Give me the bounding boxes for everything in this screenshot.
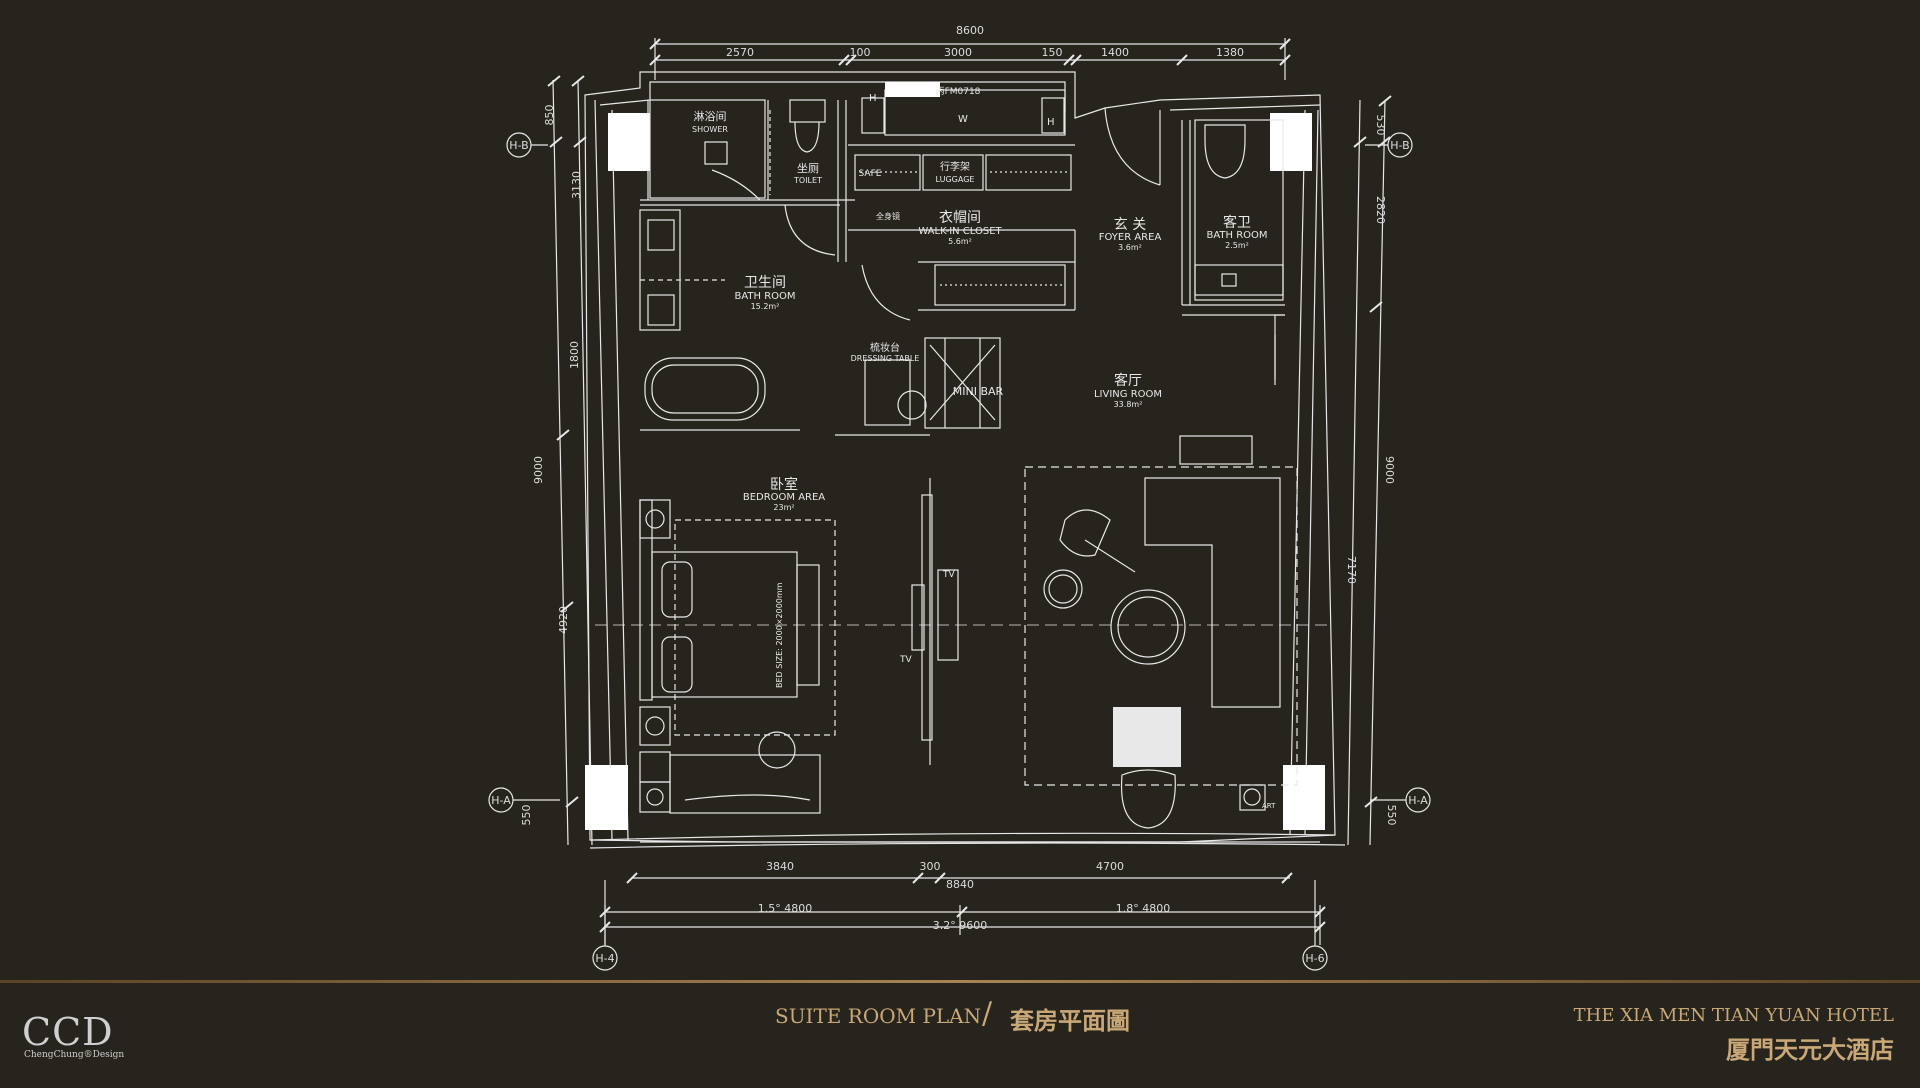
footer-divider — [0, 980, 1920, 983]
dim-bay-total: 3.2° 9600 — [933, 919, 987, 932]
dressing-label-cn: 梳妆台 — [870, 341, 900, 354]
dim-top-6: 1380 — [1216, 46, 1244, 59]
floor-plan-drawing: 8600 2570 100 3000 150 1400 1380 3840 30… — [488, 24, 1431, 971]
grid-ha-left: H-A — [491, 794, 511, 807]
art-label: ART — [1262, 802, 1276, 810]
bath-label-cn: 卫生间 — [744, 275, 786, 291]
dressing-label-en: DRESSING TABLE — [851, 354, 920, 363]
luggage-label-en: LUGGAGE — [936, 175, 975, 184]
guest-bath-label-cn: 客卫 — [1223, 214, 1251, 231]
luggage-label-cn: 行李架 — [940, 160, 970, 173]
grid-hb-left: H-B — [509, 139, 528, 152]
dim-bottom-2: 300 — [920, 860, 941, 873]
mirror-label: 全身镜 — [876, 211, 900, 221]
foyer-label-en: FOYER AREA — [1099, 232, 1162, 243]
bedroom-label-en: BEDROOM AREA — [743, 492, 825, 503]
foyer-label-cn: 玄 关 — [1114, 216, 1146, 233]
toilet-label-en: TOILET — [793, 176, 822, 185]
plan-title-cn: 套房平面圖 — [1010, 1006, 1130, 1035]
tv-label-left: TV — [899, 655, 912, 665]
dim-right-2: 2820 — [1374, 196, 1387, 224]
door-code: 丙FM0718 — [936, 86, 981, 97]
dim-bottom-1: 3840 — [766, 860, 794, 873]
living-label-cn: 客厅 — [1114, 372, 1142, 389]
dim-bottom-total: 8840 — [946, 878, 974, 891]
dim-right-1: 530 — [1374, 115, 1387, 136]
dim-left-3: 1800 — [568, 341, 581, 369]
ccd-logo: CCD — [22, 1010, 114, 1054]
dim-left-1: 850 — [543, 105, 556, 126]
guest-bath-area: 2.5m² — [1225, 241, 1249, 250]
shower-label-cn: 淋浴间 — [694, 110, 727, 123]
dim-top-3: 3000 — [944, 46, 972, 59]
bath-area: 15.2m² — [751, 302, 780, 311]
shower-label-en: SHOWER — [692, 125, 728, 134]
closet-label-en: WALK-IN CLOSET — [918, 226, 1002, 237]
tv-label-right: TV — [942, 570, 955, 580]
title-slash: / — [982, 996, 993, 1031]
dim-top-5: 1400 — [1101, 46, 1129, 59]
toilet-label-cn: 坐厕 — [797, 162, 819, 175]
dim-top-total: 8600 — [956, 24, 984, 37]
hotel-name-cn: 厦門天元大酒店 — [1726, 1035, 1894, 1064]
living-label-en: LIVING ROOM — [1094, 389, 1162, 400]
dim-top-2: 100 — [850, 46, 871, 59]
hotel-name-en: THE XIA MEN TIAN YUAN HOTEL — [1573, 1005, 1894, 1026]
dim-right-3: 9000 — [1383, 456, 1396, 484]
dim-left-5: 4920 — [557, 606, 570, 634]
dim-right-5: 550 — [1385, 805, 1398, 826]
plan-title-en: SUITE ROOM PLAN — [775, 1004, 982, 1028]
dim-top-1: 2570 — [726, 46, 754, 59]
ccd-logo-subtitle: ChengChung®Design — [24, 1050, 125, 1060]
bedroom-label-cn: 卧室 — [770, 476, 798, 493]
h-mark-left: H — [869, 93, 877, 104]
dim-left-2: 3130 — [570, 171, 583, 199]
bath-label-en: BATH ROOM — [734, 291, 795, 302]
bedroom-area: 23m² — [773, 503, 794, 512]
h-mark-right: H — [1047, 117, 1055, 128]
grid-h4: H-4 — [595, 952, 614, 965]
w-mark: W — [958, 114, 968, 125]
dim-bottom-3: 4700 — [1096, 860, 1124, 873]
guest-bath-label-en: BATH ROOM — [1206, 230, 1267, 241]
dim-bay-left: 1.5° 4800 — [758, 902, 812, 915]
grid-hb-right: H-B — [1390, 139, 1409, 152]
dim-bay-right: 1.8° 4800 — [1116, 902, 1170, 915]
foyer-area: 3.6m² — [1118, 243, 1142, 252]
minibar-label: MINI BAR — [953, 385, 1004, 398]
grid-h6: H-6 — [1305, 952, 1324, 965]
closet-label-cn: 衣帽间 — [939, 210, 981, 226]
dim-left-4: 9000 — [532, 456, 545, 484]
dim-right-4: 7170 — [1345, 556, 1358, 584]
living-area: 33.8m² — [1114, 400, 1143, 409]
bed-size-label: BED SIZE: 2000×2000mm — [775, 582, 784, 688]
closet-area: 5.6m² — [948, 237, 972, 246]
grid-ha-right: H-A — [1408, 794, 1428, 807]
dim-left-6: 550 — [520, 805, 533, 826]
dim-top-4: 150 — [1042, 46, 1063, 59]
safe-label: SAFE — [859, 169, 882, 179]
